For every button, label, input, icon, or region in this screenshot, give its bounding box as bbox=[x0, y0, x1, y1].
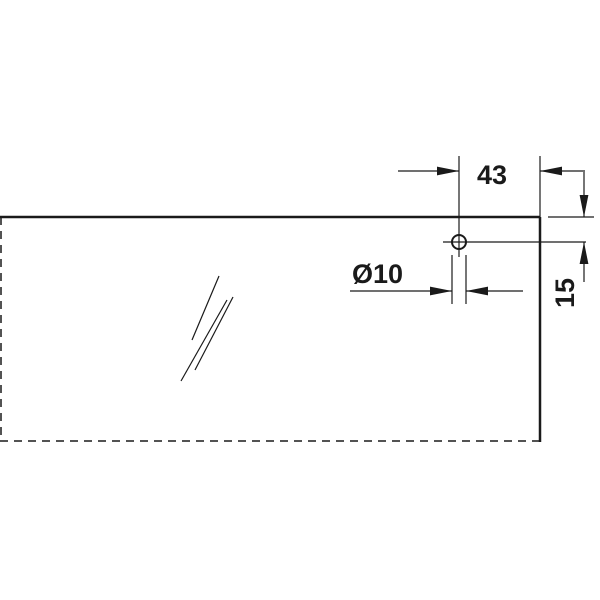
dimension-43: 43 bbox=[398, 156, 585, 217]
dim-diameter-label: Ø10 bbox=[352, 259, 403, 289]
dim-43-label: 43 bbox=[477, 160, 507, 190]
glass-panel bbox=[0, 215, 542, 442]
dimension-15: 15 bbox=[548, 172, 594, 308]
glass-hatch-icon bbox=[180, 275, 234, 382]
dim-15-label: 15 bbox=[550, 278, 580, 308]
dimension-diameter: Ø10 bbox=[350, 255, 523, 304]
drill-hole bbox=[443, 156, 586, 257]
